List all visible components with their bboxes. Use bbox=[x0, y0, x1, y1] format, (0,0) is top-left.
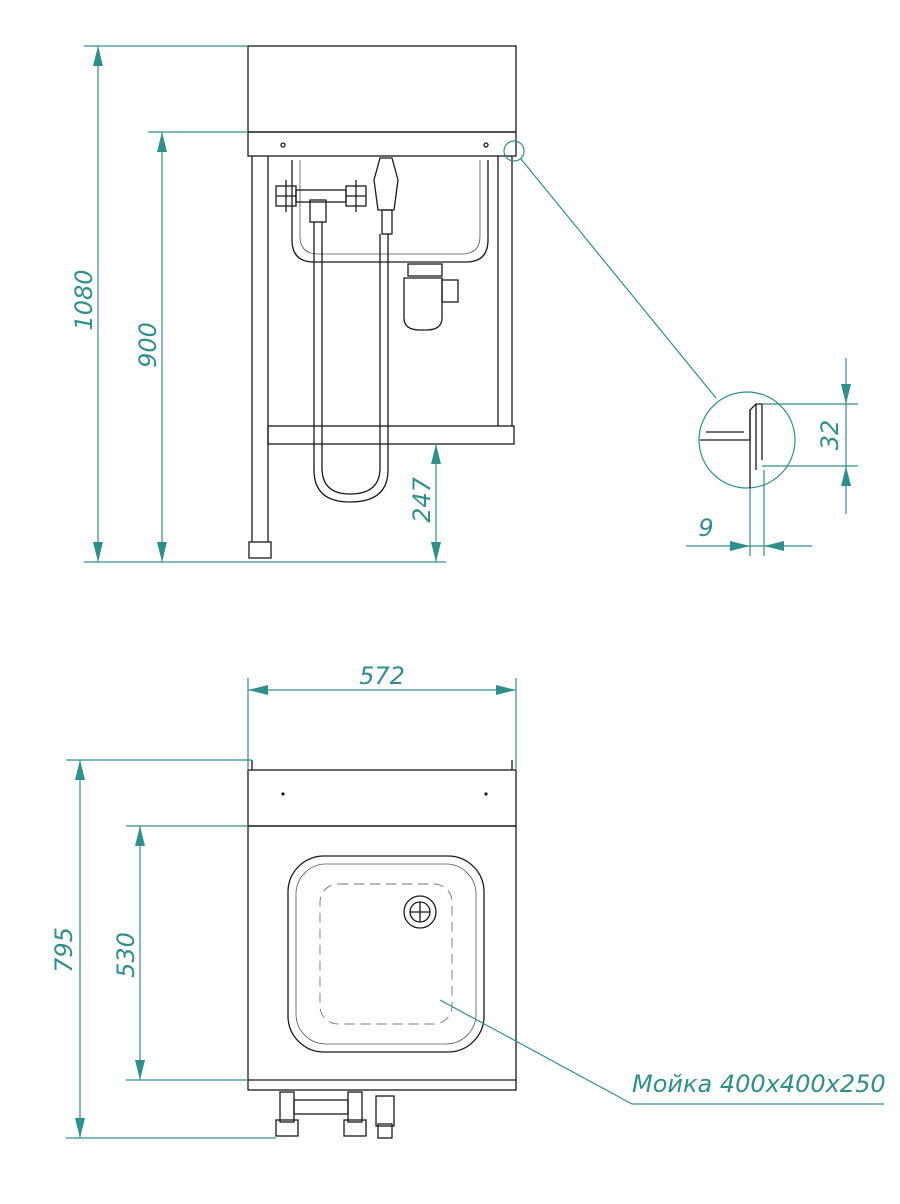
dim-247: 247 bbox=[408, 476, 436, 523]
sink-callout: Мойка 400х400х250 bbox=[439, 999, 886, 1105]
top-backsplash bbox=[247, 769, 517, 827]
dim-572: 572 bbox=[359, 662, 405, 690]
sink-callout-label: Мойка 400х400х250 bbox=[632, 1070, 886, 1098]
top-dimensions: 572 795 530 bbox=[50, 662, 517, 1139]
bottom-shelf bbox=[267, 425, 515, 445]
faucet bbox=[275, 157, 399, 235]
front-view bbox=[247, 45, 717, 559]
drain bbox=[403, 895, 437, 929]
dim-530: 530 bbox=[112, 932, 140, 978]
dim-9: 9 bbox=[698, 514, 713, 542]
top-view bbox=[247, 760, 517, 1139]
dim-32: 32 bbox=[816, 420, 844, 451]
tabletop bbox=[247, 131, 517, 157]
detail-view: 32 9 bbox=[686, 358, 858, 556]
dim-1080: 1080 bbox=[70, 269, 98, 330]
top-tabletop bbox=[247, 825, 517, 1091]
backsplash bbox=[247, 45, 517, 133]
left-leg bbox=[251, 156, 269, 542]
dim-795: 795 bbox=[50, 927, 78, 973]
sink-bowl bbox=[291, 160, 489, 263]
dim-900: 900 bbox=[134, 322, 162, 368]
detail-marker bbox=[503, 140, 525, 162]
siphon bbox=[403, 263, 459, 331]
front-dimensions: 1080 900 247 bbox=[70, 45, 446, 563]
top-sink-outer bbox=[287, 855, 485, 1053]
top-faucet bbox=[275, 1091, 395, 1139]
right-leg bbox=[497, 156, 513, 426]
hose bbox=[313, 222, 389, 503]
